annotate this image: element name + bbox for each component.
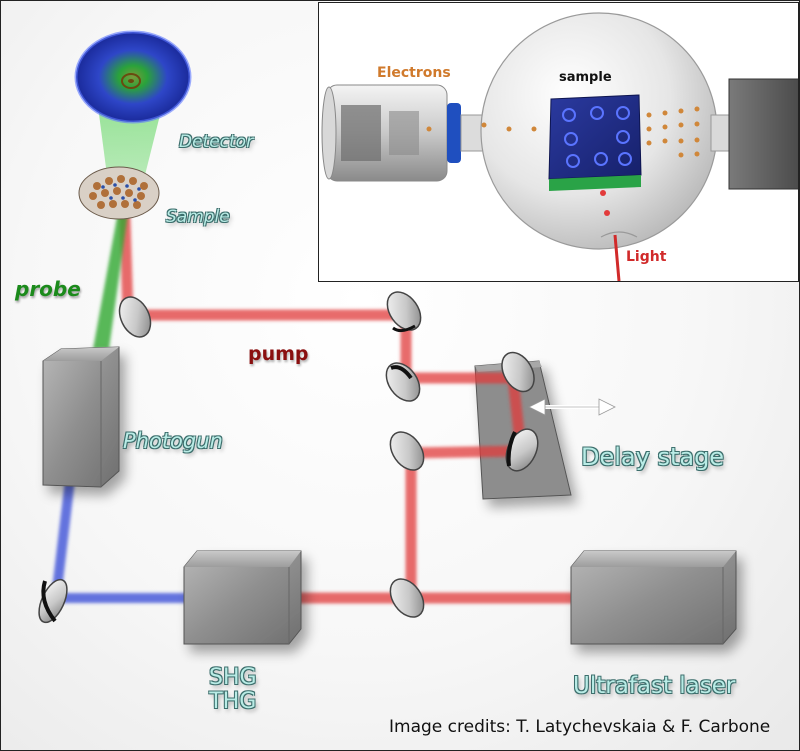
inset-sample-label: sample <box>559 70 612 85</box>
photogun-label: Photogun <box>123 429 223 453</box>
sample-disc-icon <box>78 166 160 220</box>
ultrafast-laser-box <box>570 550 737 645</box>
thg-label: THG <box>209 689 257 714</box>
ultrafast-laser-label: Ultrafast laser <box>573 673 736 699</box>
mirror-icon <box>389 431 425 471</box>
mirror-icon <box>501 351 535 393</box>
sample-cube-icon <box>548 94 642 191</box>
mirror-icon <box>118 296 152 338</box>
electron-gun-icon <box>321 84 490 182</box>
photogun-box <box>42 346 120 488</box>
light-label: Light <box>626 249 667 265</box>
detector-box-icon <box>710 78 798 190</box>
delay-stage-label: Delay stage <box>581 443 725 471</box>
detector-label: Detector <box>179 132 254 152</box>
inset-drawing <box>321 12 798 281</box>
pump-label: pump <box>248 343 309 365</box>
delay-arrow-icon <box>528 398 616 416</box>
mirror-icon <box>389 578 425 618</box>
detector-icon <box>74 30 192 124</box>
shg-label: SHG <box>209 665 257 690</box>
mirror-icon <box>38 578 68 624</box>
mirror-icon <box>505 428 539 472</box>
uv-beam-path <box>51 466 192 603</box>
inset-panel: Electrons sample Light <box>318 2 799 282</box>
image-credits: Image credits: T. Latychevskaia & F. Car… <box>389 717 771 737</box>
electrons-label: Electrons <box>377 65 451 81</box>
electron-dots-icon <box>426 106 700 158</box>
probe-label: probe <box>15 277 81 301</box>
sample-label: Sample <box>166 207 230 227</box>
shg-thg-label: SHG THG <box>209 666 257 714</box>
mirror-icon <box>385 362 421 402</box>
mirror-icon <box>386 291 422 333</box>
shg-thg-box <box>183 550 302 645</box>
